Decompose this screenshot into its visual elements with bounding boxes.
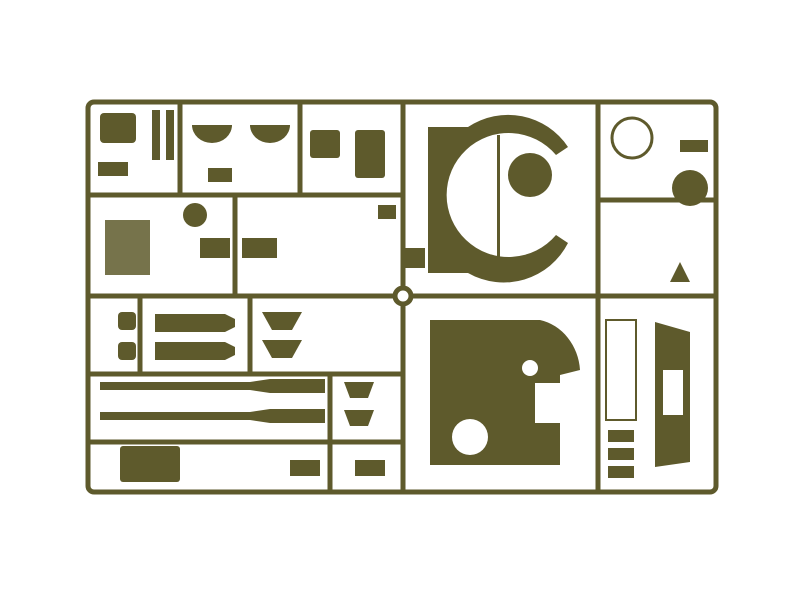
part-periscope — [355, 130, 385, 178]
part-barrel — [155, 314, 235, 332]
part-stand — [670, 262, 690, 282]
part-periscope — [310, 130, 340, 158]
part-cutout — [663, 370, 683, 415]
part-block — [98, 162, 128, 176]
part-block — [355, 460, 385, 476]
sprue-frame — [85, 99, 719, 495]
part-hole — [522, 360, 538, 376]
part-gun-barrel — [100, 409, 325, 423]
part-bracket — [262, 312, 302, 330]
part-plate — [100, 113, 136, 143]
part-mesh — [605, 319, 637, 421]
part-block — [208, 168, 232, 182]
part-knob — [118, 342, 136, 360]
part-bracket — [262, 340, 302, 358]
part-gun-barrel — [100, 379, 325, 393]
parts — [98, 110, 708, 482]
part-block — [608, 448, 634, 460]
part-rod — [166, 110, 174, 160]
part-disc — [508, 153, 552, 197]
part-rod — [152, 110, 160, 160]
part-hatch — [250, 125, 290, 143]
part-disc — [183, 203, 207, 227]
part-box — [120, 446, 180, 482]
part-block — [290, 460, 320, 476]
part-hole — [452, 419, 488, 455]
part-bracket — [344, 410, 374, 426]
part-hatch — [192, 125, 232, 143]
part-rod — [497, 135, 500, 270]
part-block — [608, 466, 634, 478]
runner-junction — [392, 285, 414, 307]
part-block — [242, 238, 277, 258]
part-bracket — [344, 382, 374, 398]
part-barrel — [155, 342, 235, 360]
part-block — [378, 205, 396, 219]
part-block — [405, 248, 425, 268]
part-cutout — [535, 383, 575, 423]
part-ring — [610, 116, 654, 160]
part-knob — [118, 312, 136, 330]
part-block — [200, 238, 230, 258]
part-block — [608, 430, 634, 442]
part-bin — [105, 220, 150, 275]
part-turret-ring — [428, 114, 568, 283]
part-disc — [672, 170, 708, 206]
part-block — [680, 140, 708, 152]
